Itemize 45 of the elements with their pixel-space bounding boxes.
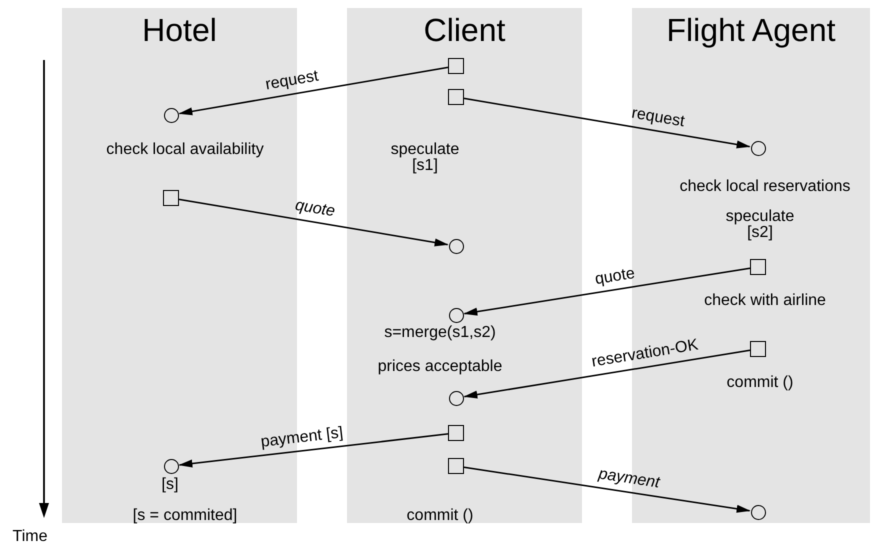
step-note: s=merge(s1,s2) <box>384 325 496 341</box>
message-arrow <box>178 433 448 468</box>
event-circle <box>164 458 178 474</box>
edge-label: payment [s] <box>260 425 344 450</box>
message-arrow <box>463 350 750 398</box>
event-circle <box>448 308 464 322</box>
message-arrow <box>464 466 751 513</box>
action-square <box>448 458 464 474</box>
step-note: [s1] <box>412 158 438 174</box>
step-note: Time <box>12 529 48 545</box>
event-circle <box>448 390 464 406</box>
step-note: [s] <box>162 477 178 493</box>
lane-heading: Client <box>422 12 506 49</box>
action-square <box>750 259 766 275</box>
action-square <box>448 89 464 105</box>
lane-heading: Flight Agent <box>666 12 836 49</box>
action-square <box>750 341 766 357</box>
lane-heading: Hotel <box>141 12 218 49</box>
event-circle <box>164 108 178 122</box>
edge-label: quote <box>594 266 636 288</box>
step-note: [s2] <box>747 225 773 241</box>
step-note: check local reservations <box>680 179 850 195</box>
action-square <box>163 190 179 206</box>
edge-label: request <box>264 68 320 94</box>
swimlane <box>347 8 582 523</box>
event-circle <box>750 504 766 520</box>
action-square <box>448 58 464 74</box>
message-arrow <box>178 66 448 116</box>
step-note: speculate <box>726 209 794 225</box>
event-circle <box>448 238 464 254</box>
event-circle <box>750 140 766 156</box>
step-note: [s = commited] <box>132 508 238 524</box>
action-square <box>448 425 464 441</box>
message-arrow <box>464 98 751 148</box>
step-note: commit () <box>726 375 794 391</box>
edge-label: quote <box>294 198 337 220</box>
step-note: check with airline <box>704 293 826 309</box>
message-arrow <box>178 198 449 246</box>
step-note: speculate <box>390 142 460 158</box>
step-note: prices acceptable <box>378 359 502 375</box>
edge-label: request <box>630 106 686 130</box>
message-arrow <box>463 268 750 316</box>
step-note: commit () <box>406 508 474 524</box>
step-note: check local availability <box>106 142 264 158</box>
edge-label: payment <box>596 466 660 492</box>
